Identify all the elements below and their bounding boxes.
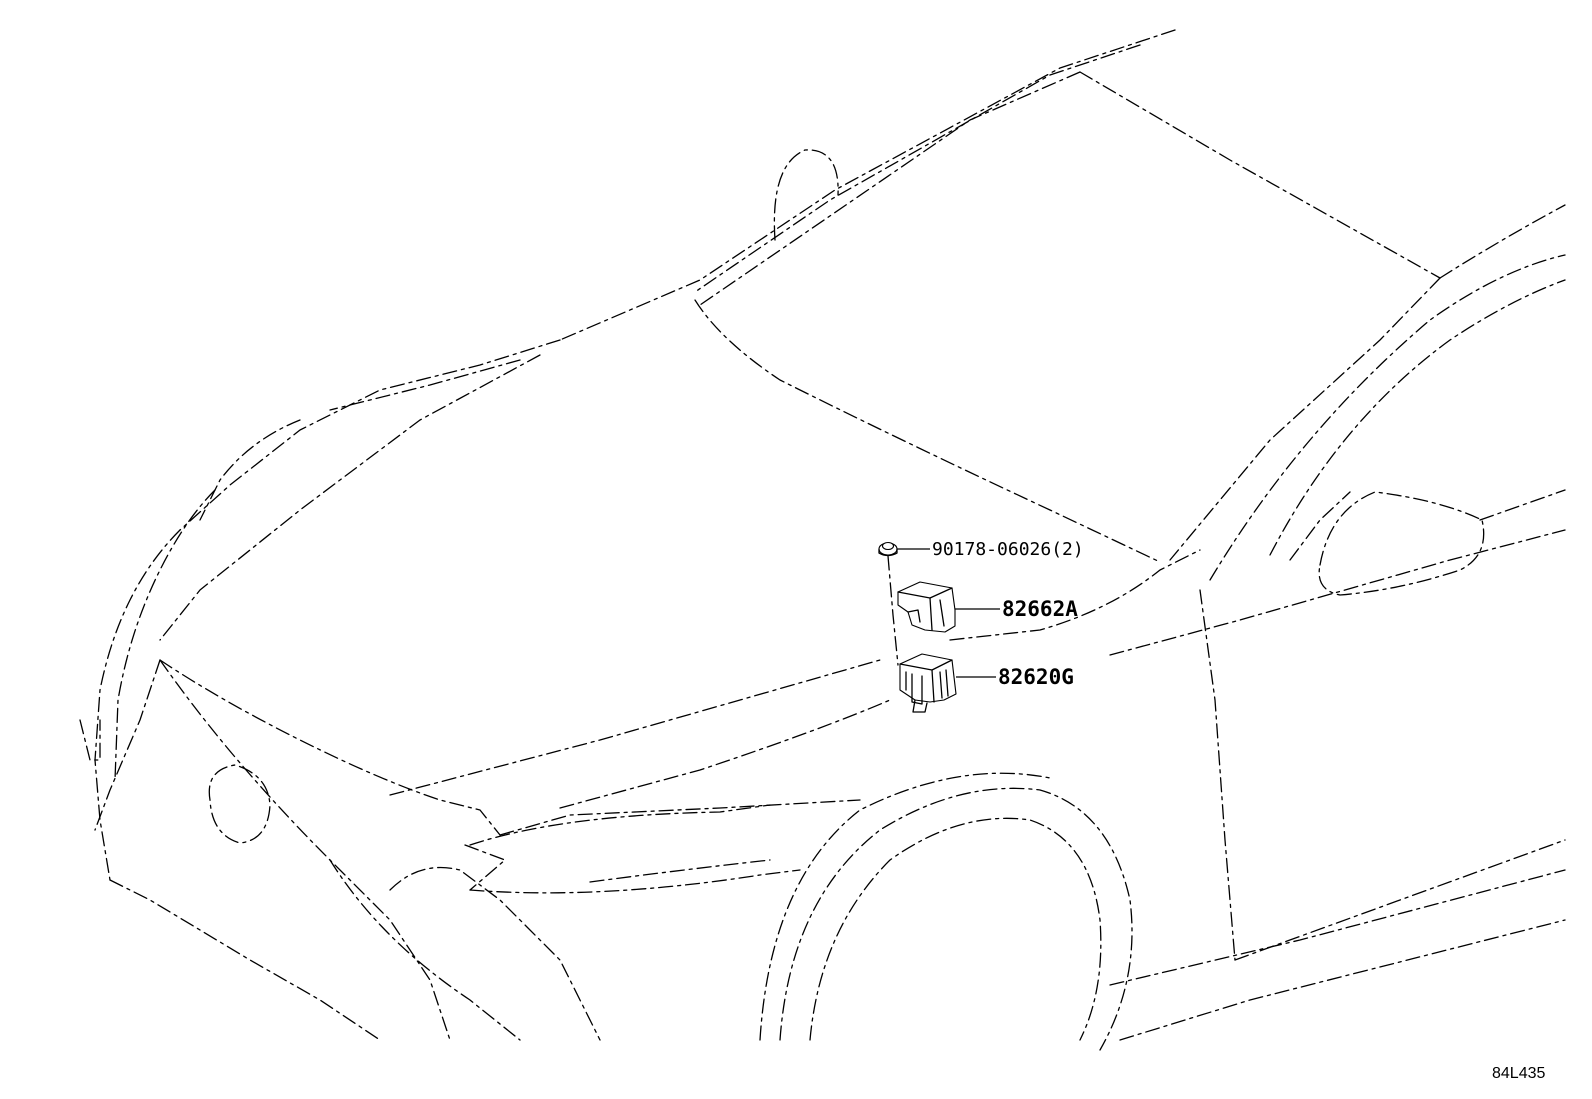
- side-lower-line: [1119, 919, 1566, 1041]
- rear-window-lines: [1439, 204, 1566, 279]
- headlight-upper: [469, 804, 771, 846]
- roof-line-inner: [694, 44, 1141, 293]
- rear-window-lines-2: [1209, 254, 1566, 581]
- mirror-outline: [773, 149, 839, 241]
- drawing-code: 84L435: [1492, 1065, 1545, 1082]
- parts: [878, 541, 957, 713]
- install-guide-line: [887, 555, 899, 666]
- rear-window-lines-3: [1269, 279, 1566, 556]
- hood-top-edge: [179, 339, 561, 531]
- grille-outline: [94, 659, 161, 831]
- hood-front-edge: [159, 659, 501, 836]
- belt-line: [1109, 529, 1566, 656]
- hood-crease: [499, 799, 861, 836]
- callout-bracket[interactable]: 82662A: [1002, 597, 1078, 621]
- rear-belt: [1479, 489, 1566, 521]
- hood-side-line: [389, 659, 881, 796]
- fascia-left: [94, 529, 181, 881]
- windshield-lower: [694, 299, 1161, 563]
- a-pillar-line: [699, 71, 1081, 306]
- callout-relay[interactable]: 82620G: [998, 665, 1074, 689]
- front-window-line: [1289, 491, 1351, 561]
- fascia-lines-2: [329, 359, 521, 411]
- fascia-bumper: [109, 879, 381, 1041]
- door-front-edge: [1199, 589, 1236, 961]
- side-mirror: [1318, 491, 1485, 596]
- bracket-82662A[interactable]: [897, 581, 956, 633]
- fascia-lines: [199, 419, 301, 521]
- roof-line-outer: [559, 29, 1176, 341]
- relay-block-82620G[interactable]: [899, 653, 957, 713]
- car-body-outline: [79, 29, 1566, 1051]
- bumper-lower: [329, 859, 521, 1041]
- leader-lines: [897, 548, 1000, 678]
- headlight-inner: [589, 859, 771, 883]
- callout-bolt[interactable]: 90178-06026(2): [932, 539, 1084, 560]
- wheel-arch-liner: [759, 772, 1051, 1041]
- wheel-arch-outer: [779, 787, 1133, 1051]
- door-lower-line: [1234, 839, 1566, 961]
- headlight-tip: [464, 844, 506, 891]
- fascia-left-2: [114, 489, 216, 781]
- headlight-lower: [469, 869, 801, 894]
- emblem: [208, 764, 271, 844]
- spindle-grille: [159, 659, 451, 1041]
- bolt-90178-06026[interactable]: [878, 541, 898, 557]
- fender-top: [949, 549, 1201, 641]
- windshield-top: [1079, 71, 1441, 279]
- bumper-corner: [79, 719, 101, 761]
- wheel-arch-inner: [809, 817, 1102, 1041]
- windshield-right-pillar: [1169, 277, 1441, 561]
- fender-line: [559, 699, 891, 809]
- hood-center-line: [159, 354, 541, 641]
- bumper-vent: [389, 866, 601, 1041]
- rocker-line: [1109, 869, 1566, 986]
